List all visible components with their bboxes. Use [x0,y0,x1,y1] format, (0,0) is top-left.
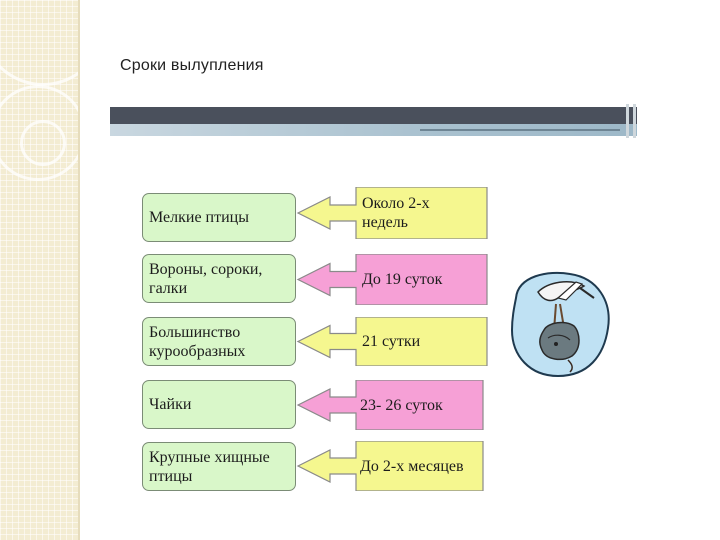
bird-group-box: Большинство курообразных [142,317,296,366]
side-divider [78,0,80,540]
bird-group-label: Крупные хищные птицы [149,448,270,485]
hatching-period-label: 21 сутки [362,333,421,350]
bird-group-box: Чайки [142,380,296,429]
bird-group-label: Мелкие птицы [149,209,249,226]
hatching-period-box: Около 2-х недель [356,187,488,239]
arrow-icon [296,254,488,305]
arrow-shape [296,187,488,239]
header-bar-end [626,104,629,138]
arrow-icon [296,317,488,366]
arrow-icon [296,187,488,239]
bird-group-box: Вороны, сороки, галки [142,254,296,303]
hatching-period-box: До 19 суток [356,254,488,305]
arrow-icon [296,441,484,491]
arrow-shape [296,380,484,430]
decorative-side-strip [0,0,106,540]
slide-title: Сроки вылупления [120,57,264,74]
hatching-period-label: До 2-х месяцев [360,457,464,475]
hatching-period-label: До 19 суток [362,271,443,288]
hatching-period-box: 23- 26 суток [354,380,484,430]
stork-clipart-icon [510,271,610,378]
decorative-circle [20,120,66,166]
arrow-icon [296,380,484,430]
bird-group-box: Крупные хищные птицы [142,442,296,491]
decorative-circle [0,85,86,181]
hatching-period-label: 23- 26 суток [360,396,443,414]
arrow-shape [296,441,484,491]
decorative-circle [0,0,106,86]
header-bar-line [420,129,620,131]
header-bar-light [110,124,637,136]
bird-group-label: Вороны, сороки, галки [149,260,263,297]
hatching-period-box: До 2-х месяцев [354,441,484,491]
bird-group-label: Большинство курообразных [149,323,246,360]
arrow-shape [296,254,488,305]
bird-group-label: Чайки [149,396,192,413]
bird-group-box: Мелкие птицы [142,193,296,242]
hatching-period-label: Около 2-х недель [362,195,430,231]
hatching-period-box: 21 сутки [356,317,488,366]
arrow-shape [296,317,488,366]
header-bar-end [633,104,636,138]
header-bar-dark [110,107,637,124]
